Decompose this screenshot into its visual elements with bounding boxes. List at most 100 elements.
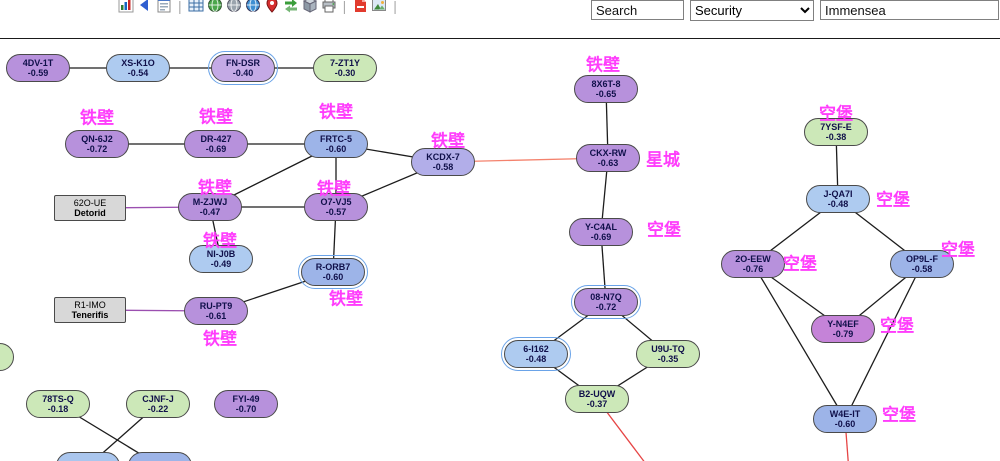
system-node[interactable]: FYI-49-0.70 [214, 390, 278, 418]
globe-blue-icon[interactable] [245, 0, 261, 13]
system-name-label: RU-PT9 [199, 300, 233, 311]
system-security-label: -0.61 [205, 311, 227, 321]
marker-icon[interactable] [264, 0, 280, 13]
system-node[interactable]: XS-K1O-0.54 [106, 54, 170, 82]
system-security-label: -0.72 [86, 144, 108, 154]
system-node[interactable]: 4DV-1T-0.59 [6, 54, 70, 82]
chart-icon[interactable] [118, 0, 134, 13]
system-security-label: -0.18 [47, 404, 69, 414]
partial-node[interactable] [128, 452, 192, 461]
system-node[interactable]: R-ORB7-0.60 [298, 255, 368, 289]
system-node[interactable]: U9U-TQ-0.35 [636, 340, 700, 368]
route-icon[interactable] [283, 0, 299, 13]
system-node[interactable]: M-ZJWJ-0.47 [178, 193, 242, 221]
map-annotation-label: 空堡 [876, 190, 910, 211]
system-node[interactable]: CJNF-J-0.22 [126, 390, 190, 418]
report-icon[interactable] [156, 0, 172, 13]
system-name-label: FRTC-5 [320, 133, 352, 144]
system-node[interactable]: 2O-EEW-0.76 [721, 250, 785, 278]
system-security-label: -0.58 [432, 162, 454, 172]
system-node[interactable]: O7-VJ5-0.57 [304, 193, 368, 221]
printer-icon[interactable] [321, 0, 337, 13]
globe-gray-icon[interactable] [226, 0, 242, 13]
system-node[interactable]: 7-ZT1Y-0.30 [313, 54, 377, 82]
system-node[interactable]: 08-N7Q-0.72 [571, 285, 641, 319]
system-name-label: 2O-EEW [735, 253, 771, 264]
map-edge [752, 263, 846, 420]
system-name-label: R-ORB7 [315, 261, 351, 272]
map-annotation-label: 铁壁 [198, 178, 232, 199]
system-name-label: 7-ZT1Y [329, 57, 360, 68]
system-security-label: -0.47 [199, 207, 221, 217]
globe-green-icon[interactable] [207, 0, 223, 13]
map-annotation-label: 铁壁 [431, 131, 465, 152]
system-node[interactable]: B2-UQW-0.37 [565, 385, 629, 413]
map-annotation-label: 空堡 [880, 316, 914, 337]
system-security-label: -0.60 [322, 272, 344, 282]
system-node[interactable]: NI-J0B-0.49 [189, 245, 253, 273]
system-node[interactable]: QN-6J2-0.72 [65, 130, 129, 158]
system-name-label: QN-6J2 [81, 133, 113, 144]
system-name-label: NI-J0B [206, 248, 236, 259]
system-node[interactable]: FN-DSR-0.40 [208, 51, 278, 85]
region-system-label: R1-IMO [74, 299, 106, 310]
system-security-label: -0.59 [27, 68, 49, 78]
system-node[interactable]: KCDX-7-0.58 [411, 148, 475, 176]
system-name-label: 08-N7Q [590, 291, 622, 302]
system-node[interactable]: OP9L-F-0.58 [890, 250, 954, 278]
system-security-label: -0.58 [911, 264, 933, 274]
system-node[interactable]: Y-N4EF-0.79 [811, 315, 875, 343]
system-node[interactable]: DR-427-0.69 [184, 130, 248, 158]
map-annotation-label: 铁壁 [199, 107, 233, 128]
system-node[interactable]: 7YSF-E-0.38 [804, 118, 868, 146]
system-security-label: -0.57 [325, 207, 347, 217]
system-node[interactable]: CKX-RW-0.63 [576, 144, 640, 172]
system-name-label: W4E-IT [829, 408, 861, 419]
system-name-label: DR-427 [200, 133, 232, 144]
map-annotation-label: 铁壁 [586, 55, 620, 76]
system-node[interactable]: W4E-IT-0.60 [813, 405, 877, 433]
system-node[interactable]: 6-I162-0.48 [501, 337, 571, 371]
table-icon[interactable] [188, 0, 204, 13]
map-annotation-label: 空堡 [882, 405, 916, 426]
system-security-label: -0.76 [742, 264, 764, 274]
region-input[interactable] [820, 0, 999, 20]
map-annotation-label: 铁壁 [319, 102, 353, 123]
system-node[interactable]: 78TS-Q-0.18 [26, 390, 90, 418]
system-name-label: CKX-RW [589, 147, 627, 158]
pdf-icon[interactable] [352, 0, 368, 13]
system-node[interactable]: FRTC-5-0.60 [304, 130, 368, 158]
system-node[interactable]: RU-PT9-0.61 [184, 297, 248, 325]
system-node[interactable]: 8X6T-8-0.65 [574, 75, 638, 103]
search-input[interactable] [591, 0, 684, 20]
system-name-label: XS-K1O [121, 57, 155, 68]
back-icon[interactable] [137, 0, 153, 13]
toolbar: ||| Security [0, 0, 1000, 39]
cube-icon[interactable] [302, 0, 318, 13]
map-annotation-label: 空堡 [819, 104, 853, 125]
system-node[interactable]: Y-C4AL-0.69 [569, 218, 633, 246]
system-security-label: -0.35 [657, 354, 679, 364]
system-name-label: 8X6T-8 [591, 78, 621, 89]
system-name-label: CJNF-J [142, 393, 174, 404]
system-name-label: 7YSF-E [820, 121, 852, 132]
region-name-label: Tenerifis [71, 310, 109, 320]
map-annotation-label: 铁壁 [203, 329, 237, 350]
system-name-label: B2-UQW [578, 388, 616, 399]
system-security-label: -0.60 [834, 419, 856, 429]
system-security-label: -0.69 [590, 232, 612, 242]
system-node[interactable]: J-QA7I-0.48 [806, 185, 870, 213]
security-select[interactable]: Security [690, 0, 814, 21]
system-name-label: U9U-TQ [651, 343, 685, 354]
map-annotation-label: 铁壁 [203, 231, 237, 252]
system-security-label: -0.70 [235, 404, 257, 414]
system-name-label: KCDX-7 [426, 151, 460, 162]
map-annotation-label: 铁壁 [80, 108, 114, 129]
image-icon[interactable] [371, 0, 387, 13]
partial-node[interactable] [56, 452, 120, 461]
system-name-label: O7-VJ5 [320, 196, 352, 207]
